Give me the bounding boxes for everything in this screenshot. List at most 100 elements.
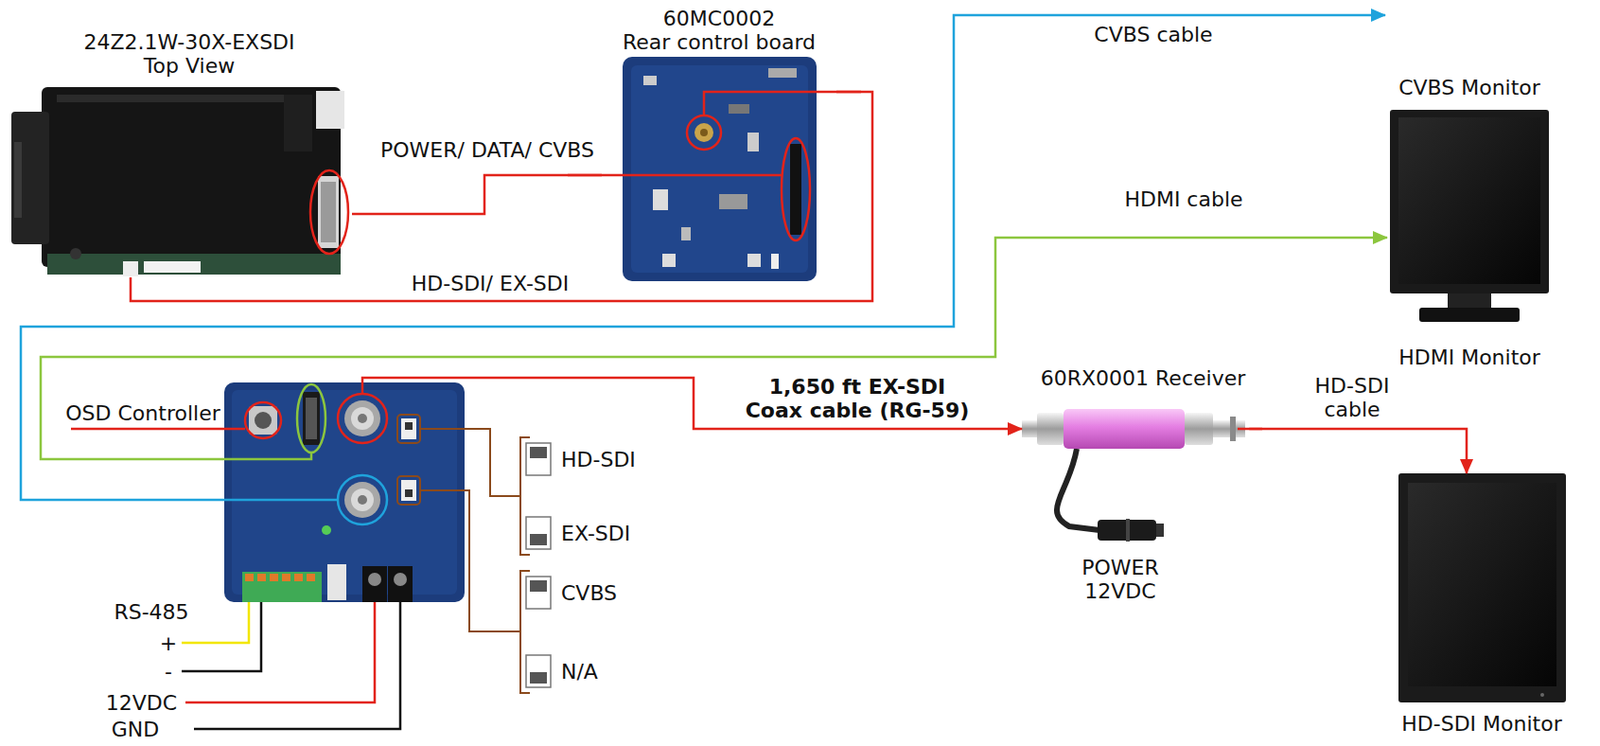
rear-board-photo bbox=[771, 253, 779, 269]
switch-options bbox=[526, 654, 551, 687]
interface-board-photo bbox=[397, 475, 421, 505]
node-text: POWER 12VDC bbox=[1068, 555, 1173, 603]
interface-board-photo bbox=[368, 572, 382, 586]
rear-board-photo bbox=[694, 123, 714, 142]
monitor-illustration bbox=[1398, 117, 1541, 284]
switch-options bbox=[529, 580, 547, 592]
receiver-illustration bbox=[1021, 408, 1246, 542]
interface-board-photo bbox=[297, 384, 326, 453]
cable-connector bbox=[351, 175, 602, 214]
signal-wire bbox=[40, 237, 1388, 459]
interface-board-photo bbox=[401, 418, 417, 440]
signal-wire bbox=[193, 601, 401, 729]
camera-module bbox=[320, 181, 336, 243]
interface-board-photo bbox=[306, 573, 316, 581]
interface-board-photo bbox=[397, 414, 421, 443]
camera-module: 24Z2.1W-30X-EXSDI Top View bbox=[10, 28, 352, 278]
cable-label: 1,650 ft EX-SDI Coax cable (RG-59) bbox=[728, 374, 986, 422]
switch-options bbox=[529, 446, 547, 458]
interface-board-photo bbox=[404, 421, 413, 430]
switch-options bbox=[529, 533, 547, 546]
switch-option: N/A bbox=[560, 659, 599, 684]
interface-board-photo bbox=[231, 389, 458, 595]
pin-name: 12VDC bbox=[105, 690, 178, 715]
rear-board-photo bbox=[768, 68, 797, 78]
interface-board-photo bbox=[362, 565, 387, 602]
switch-options bbox=[520, 437, 551, 693]
receiver-illustration bbox=[1184, 412, 1214, 445]
interface-board-photo bbox=[224, 382, 465, 602]
monitor-illustration bbox=[1407, 482, 1557, 686]
interface-board-photo bbox=[351, 406, 374, 430]
cable-label: HD-SDI/ EX-SDI bbox=[410, 271, 570, 296]
interface-board-photo bbox=[393, 572, 407, 586]
switch-option: CVBS bbox=[560, 580, 618, 605]
camera-module bbox=[41, 87, 341, 267]
cable-label: POWER/ DATA/ CVBS bbox=[379, 138, 596, 162]
interface-board-photo bbox=[305, 397, 317, 440]
receiver-illustration bbox=[1097, 519, 1157, 541]
rear-board-photo bbox=[781, 138, 810, 241]
interface-board-photo bbox=[302, 391, 320, 445]
signal-wire bbox=[181, 601, 249, 643]
signal-wire bbox=[20, 15, 1386, 500]
switch-option: EX-SDI bbox=[560, 521, 632, 546]
interface-board-photo bbox=[248, 405, 278, 435]
line-spacer bbox=[799, 6, 833, 8]
rear-board-photo bbox=[790, 143, 802, 235]
pin-name: - bbox=[163, 659, 174, 684]
rear-board-photo bbox=[652, 189, 669, 211]
camera-module bbox=[283, 94, 313, 152]
interface-board-photo bbox=[337, 474, 387, 525]
receiver-illustration bbox=[1063, 408, 1185, 449]
interface-board-photo bbox=[344, 481, 381, 518]
rear-board-photo bbox=[622, 56, 817, 282]
signal-wire bbox=[181, 601, 262, 671]
rear-board-photo bbox=[700, 128, 708, 137]
interface-board-photo bbox=[281, 573, 291, 581]
receiver-illustration bbox=[1056, 448, 1100, 530]
rear-board-photo bbox=[643, 75, 657, 86]
rear-board-photo bbox=[681, 227, 691, 241]
interface-board-photo bbox=[257, 573, 266, 581]
signal-wire bbox=[420, 428, 521, 496]
line-spacer bbox=[729, 374, 758, 376]
camera-module bbox=[317, 175, 339, 248]
interface-board-photo bbox=[269, 573, 279, 581]
pin-name: + bbox=[158, 631, 178, 655]
interface-board-photo bbox=[357, 494, 368, 505]
monitor: HD-SDI Monitor bbox=[1397, 473, 1566, 738]
receiver: 60RX0001 ReceiverPOWER 12VDC bbox=[1019, 364, 1249, 606]
control-board: 60MC0002 Rear control board bbox=[601, 4, 837, 282]
monitor-illustration bbox=[1398, 473, 1566, 703]
interface-board-photo bbox=[242, 571, 322, 602]
node-text: HDMI Monitor bbox=[1398, 345, 1541, 370]
camera-module bbox=[143, 261, 201, 273]
rear-board-photo bbox=[747, 132, 759, 152]
receiver-illustration bbox=[1156, 523, 1164, 537]
interface-board-photo bbox=[351, 488, 374, 511]
receiver-illustration bbox=[1021, 420, 1038, 438]
switch-options bbox=[526, 516, 551, 549]
node-text: 60MC0002 Rear control board bbox=[605, 6, 833, 54]
interface-board-photo bbox=[224, 382, 465, 602]
camera-module bbox=[56, 94, 284, 103]
port-label: OSD Controller bbox=[64, 401, 221, 425]
signal-wire bbox=[20, 15, 1388, 729]
receiver-illustration bbox=[1125, 518, 1130, 542]
signal-wire bbox=[420, 490, 521, 632]
node-text: HD-SDI Monitor bbox=[1401, 711, 1562, 736]
camera-module bbox=[47, 253, 341, 275]
switch-options bbox=[529, 671, 547, 684]
cable-label: HD-SDI cable bbox=[1303, 373, 1401, 422]
interface-board-photo bbox=[245, 573, 254, 581]
rear-board-photo bbox=[622, 56, 817, 282]
cable-connector bbox=[1248, 428, 1467, 474]
interface-board-photo bbox=[294, 573, 303, 581]
monitor-illustration bbox=[1389, 109, 1549, 294]
interface-board-photo bbox=[254, 411, 272, 429]
camera-module bbox=[70, 247, 82, 260]
